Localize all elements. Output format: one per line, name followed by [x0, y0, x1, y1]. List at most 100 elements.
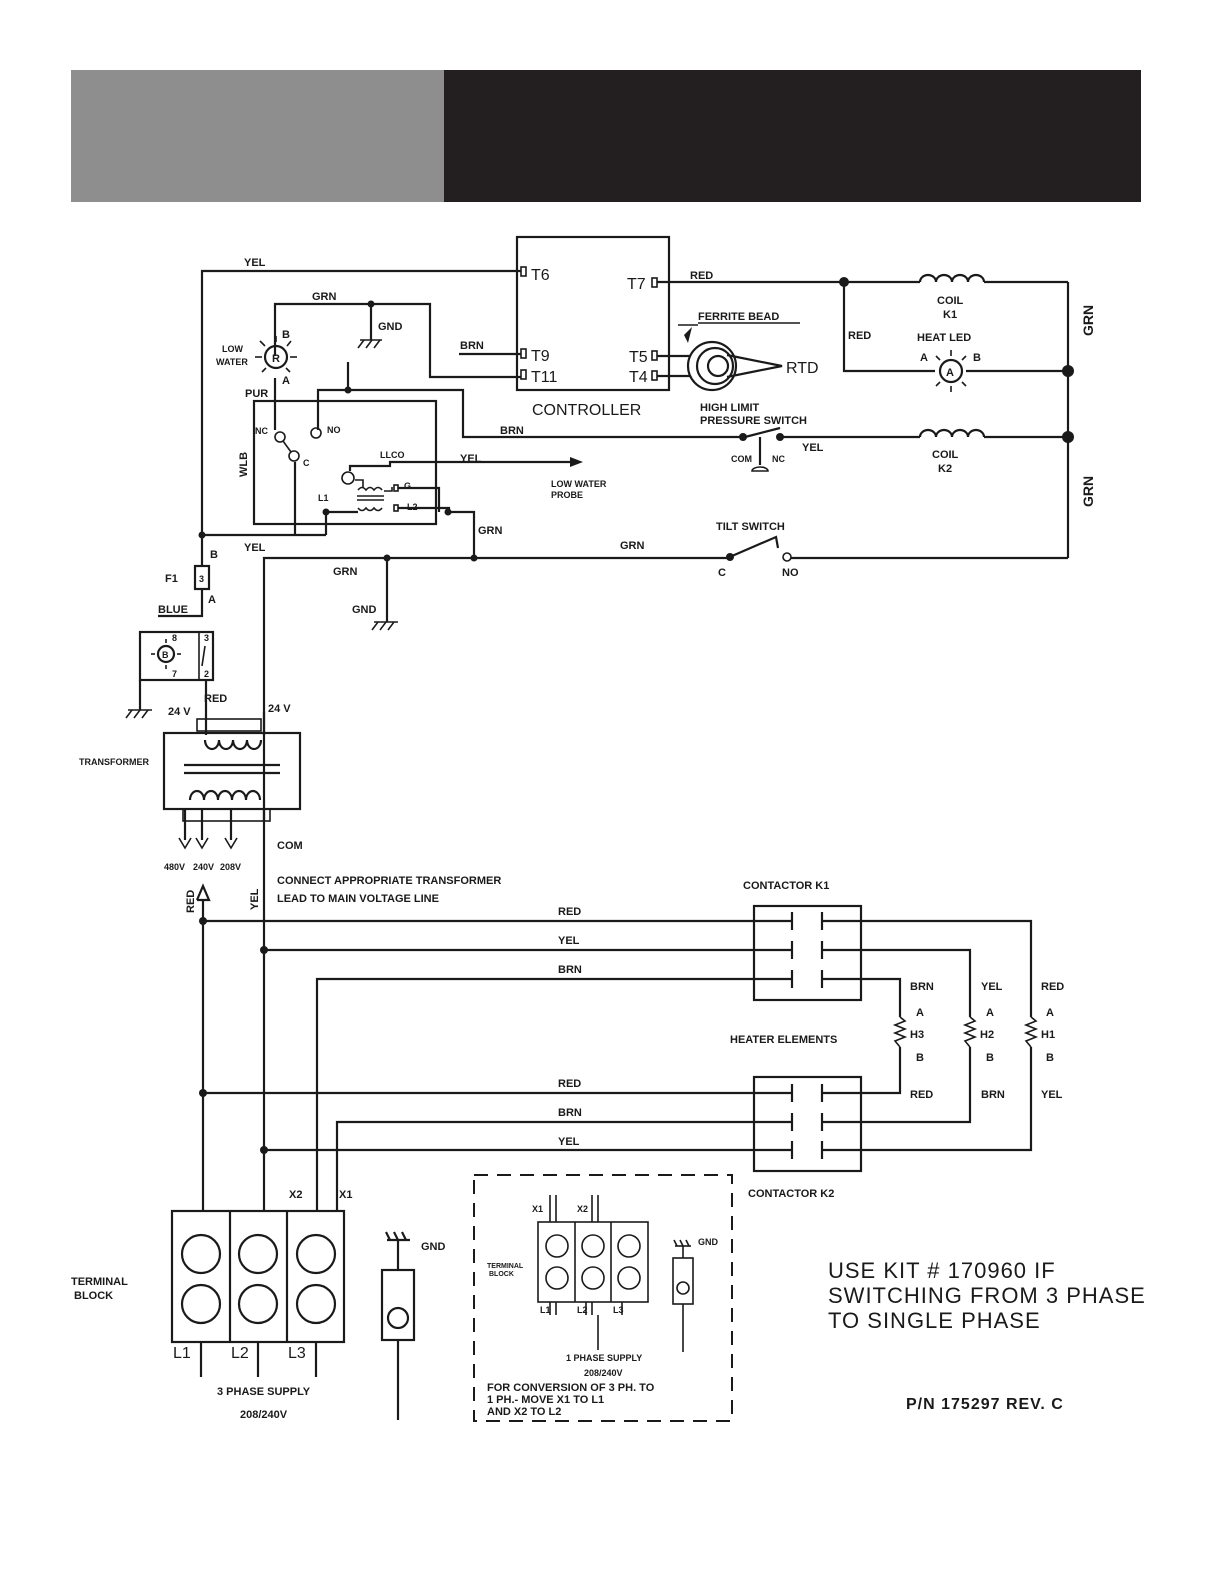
supply-3ph-label-1: 3 PHASE SUPPLY [217, 1386, 311, 1398]
wire-label-red-tap: RED [185, 890, 197, 913]
wire-label-yel-mid: YEL [244, 542, 266, 554]
tilt-switch-label: TILT SWITCH [716, 521, 785, 533]
lamp-r-b: B [282, 329, 290, 341]
low-water-label-1: LOW [222, 344, 243, 354]
kit-note-1: USE KIT # 170960 IF [828, 1258, 1056, 1283]
sw-pin-3: 3 [204, 633, 209, 643]
transformer: TRANSFORMER 24 V 24 V 480V 240V 208V COM… [79, 703, 501, 1210]
no-label-wlb: NO [327, 425, 341, 435]
blue-lamp-letter: B [162, 650, 169, 660]
g-label: G [404, 481, 411, 491]
h2-top-wire: YEL [981, 981, 1003, 993]
coil-k1-label-1: COIL [937, 295, 964, 307]
inset-tb-label-2: BLOCK [489, 1271, 514, 1278]
tilt-c-label: C [718, 567, 726, 579]
supply-3ph-label-2: 208/240V [240, 1409, 288, 1421]
wire-label-red-sw: RED [204, 693, 227, 705]
conversion-note-1: FOR CONVERSION OF 3 PH. TO [487, 1382, 655, 1394]
sw-pin-7: 7 [172, 669, 177, 679]
transformer-label: TRANSFORMER [79, 757, 149, 767]
terminal-block-label-2: BLOCK [74, 1290, 113, 1302]
h3-b: B [916, 1052, 924, 1064]
inset-supply-2: 208/240V [584, 1368, 623, 1378]
wire-label-yel-com: YEL [249, 888, 261, 910]
terminal-t9: T9 [531, 348, 550, 365]
h1-bottom-wire: YEL [1041, 1089, 1063, 1101]
tilt-switch: TILT SWITCH C NO GRN [474, 521, 1068, 579]
h1-b: B [1046, 1052, 1054, 1064]
terminal-block-label-1: TERMINAL [71, 1276, 128, 1288]
v24-right: 24 V [268, 703, 291, 715]
sw-pin-2: 2 [204, 669, 209, 679]
h3-bottom-wire: RED [910, 1089, 933, 1101]
wire-label-red-t7: RED [690, 270, 713, 282]
wire-label-grn-right-2: GRN [1080, 476, 1096, 507]
wire-label-grn-wlb: GRN [478, 525, 503, 537]
transformer-com-label: COM [277, 840, 303, 852]
header-band-right [444, 70, 1141, 202]
conversion-note-2: 1 PH.- MOVE X1 TO L1 [487, 1394, 604, 1406]
notes-block: USE KIT # 170960 IF SWITCHING FROM 3 PHA… [828, 1258, 1146, 1413]
tap-480v: 480V [164, 862, 185, 872]
llco-label: LLCO [380, 450, 405, 460]
controller: T6 T7 T9 T11 T5 T4 CONTROLLER [515, 235, 671, 419]
h3-label: H3 [910, 1029, 924, 1041]
h1-top-wire: RED [1041, 981, 1064, 993]
wire-label-red-led: RED [848, 330, 871, 342]
c-label-wlb: C [303, 458, 310, 468]
tap-208v: 208V [220, 862, 241, 872]
wire-label-yel-probe: YEL [460, 453, 482, 465]
hl-nc-label: NC [772, 454, 785, 464]
wire-label-brn-hl: BRN [500, 425, 524, 437]
k2-wire-red: RED [558, 1078, 581, 1090]
tb-l3: L3 [288, 1345, 306, 1362]
part-number: P/N 175297 REV. C [906, 1396, 1064, 1413]
coil-k1-label-2: K1 [943, 309, 957, 321]
inset-gnd-label: GND [698, 1237, 719, 1247]
inset-tb-label-1: TERMINAL [487, 1263, 524, 1270]
sw-pin-8: 8 [172, 633, 177, 643]
high-limit-label-2: PRESSURE SWITCH [700, 415, 807, 427]
inset-l3: L3 [613, 1305, 624, 1315]
hl-com-label: COM [731, 454, 752, 464]
probe-label-2: PROBE [551, 490, 583, 500]
controller-title: CONTROLLER [532, 402, 641, 419]
wire-label-grn-gnd: GRN [333, 566, 358, 578]
gnd-label-main: GND [421, 1241, 446, 1253]
tap-240v: 240V [193, 862, 214, 872]
contactor-k1-label: CONTACTOR K1 [743, 880, 829, 892]
main-terminal-block: L1 L2 L3 X2 X1 TERMINAL BLOCK 3 PHASE SU… [71, 1189, 352, 1421]
tb-l2: L2 [231, 1345, 249, 1362]
k1-wire-brn: BRN [558, 964, 582, 976]
tb-x2: X2 [289, 1189, 302, 1201]
h1-label: H1 [1041, 1029, 1055, 1041]
inset-l1: L1 [540, 1305, 551, 1315]
contactor-k2-label: CONTACTOR K2 [748, 1188, 834, 1200]
h3-a: A [916, 1007, 924, 1019]
fuse-and-power-switch: 3 F1 A BLUE B 8 7 3 2 RED [125, 564, 227, 735]
kit-note-3: TO SINGLE PHASE [828, 1308, 1041, 1333]
terminal-t11: T11 [531, 369, 557, 386]
coil-k2-label-2: K2 [938, 463, 952, 475]
wire-label-pur: PUR [245, 388, 268, 400]
wlb-label: WLB [238, 452, 250, 477]
terminal-t7: T7 [627, 276, 646, 293]
inset-x1: X1 [532, 1204, 543, 1214]
tb-l1: L1 [173, 1345, 191, 1362]
conversion-note-3: AND X2 TO L2 [487, 1406, 561, 1418]
lower-control-wiring: YEL B GRN GND [198, 531, 478, 822]
k1-wire-red: RED [558, 906, 581, 918]
wire-label-brn-t9: BRN [460, 340, 484, 352]
v24-left: 24 V [168, 706, 191, 718]
heat-led-letter: A [946, 367, 954, 379]
wire-label-grn-right-1: GRN [1080, 305, 1096, 336]
wire-label-blue: BLUE [158, 604, 188, 616]
inset-x2: X2 [577, 1204, 588, 1214]
tilt-no-label: NO [782, 567, 799, 579]
wire-label-grn-top: GRN [312, 291, 337, 303]
main-ground-lug: GND [380, 1231, 446, 1420]
l1-label-wlb: L1 [318, 493, 329, 503]
h1-a: A [1046, 1007, 1054, 1019]
kit-note-2: SWITCHING FROM 3 PHASE [828, 1283, 1146, 1308]
